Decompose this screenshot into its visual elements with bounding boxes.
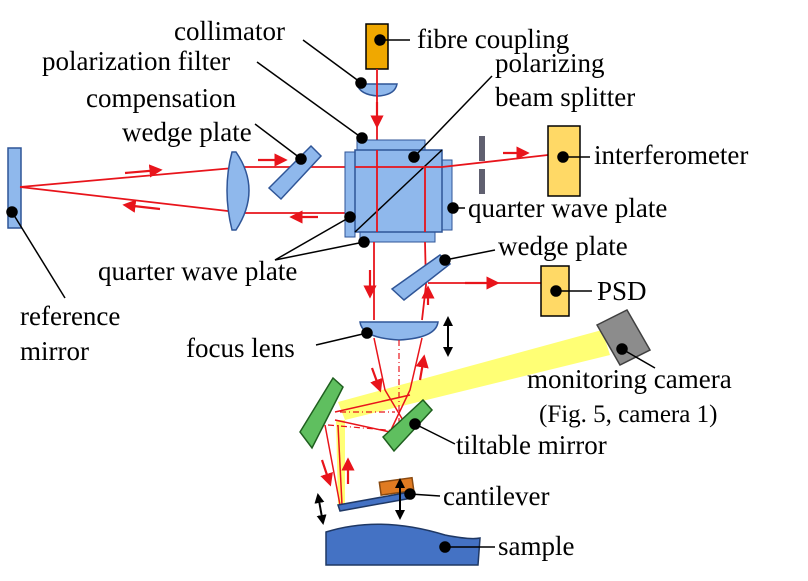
return-beam — [421, 241, 427, 321]
label-tiltable-mirror: tiltable mirror — [456, 430, 607, 460]
label-monitoring-camera: monitoring camera — [527, 364, 732, 394]
monitoring-camera — [595, 309, 652, 366]
quarter-wave-plate-left — [344, 151, 356, 238]
label-qwp-left: quarter wave plate — [98, 256, 297, 286]
fibre-coupling — [365, 23, 389, 70]
label-collimator: collimator — [174, 16, 285, 46]
label-fig-ref: (Fig. 5, camera 1) — [539, 401, 717, 428]
beam-arrow — [124, 164, 163, 178]
label-compensation-line1: compensation — [86, 83, 236, 113]
beam-arrow — [122, 199, 161, 213]
leader-lines — [6, 34, 656, 553]
reference-beam-lower — [19, 186, 355, 214]
label-polarization-filter: polarization filter — [42, 46, 230, 76]
label-sample: sample — [498, 531, 574, 561]
label-wedge-plate: wedge plate — [498, 231, 628, 261]
label-compensation-line2: wedge plate — [122, 117, 252, 147]
label-cantilever: cantilever — [443, 481, 549, 511]
quarter-wave-plate-bottom — [359, 231, 436, 243]
tilt-motion-arrow — [314, 493, 327, 525]
beam-arrow — [320, 459, 333, 487]
polarization-filter — [356, 139, 426, 151]
quarter-wave-plate-right — [441, 159, 453, 231]
mirror-beam — [334, 394, 411, 413]
lower-beam — [373, 337, 411, 433]
label-qwp-right: quarter wave plate — [468, 193, 667, 223]
label-pbs-line1: polarizing — [495, 48, 604, 78]
label-interferometer: interferometer — [594, 140, 748, 170]
wedge-plate — [390, 254, 452, 301]
tiltable-mirror-left — [299, 376, 344, 450]
label-psd: PSD — [597, 276, 647, 306]
reference-lens — [226, 151, 250, 231]
tip-beam — [324, 424, 341, 506]
mirror-beam — [334, 419, 391, 433]
tiltable-mirror-right — [381, 398, 434, 453]
label-focus-lens: focus lens — [186, 333, 295, 363]
interferometer-beam — [441, 154, 549, 168]
aperture-top — [479, 136, 485, 161]
label-reference-line2: mirror — [20, 336, 89, 366]
tip-beam — [337, 424, 343, 506]
beam-arrow — [415, 354, 429, 381]
label-reference-line1: reference — [20, 301, 120, 331]
label-fibre-coupling: fibre coupling — [417, 24, 569, 54]
beam-splitter-diagonal — [354, 149, 443, 233]
aperture-bottom — [479, 169, 485, 194]
label-pbs-line2: beam splitter — [495, 82, 635, 112]
sample — [325, 523, 481, 566]
beam-arrow — [370, 367, 383, 393]
